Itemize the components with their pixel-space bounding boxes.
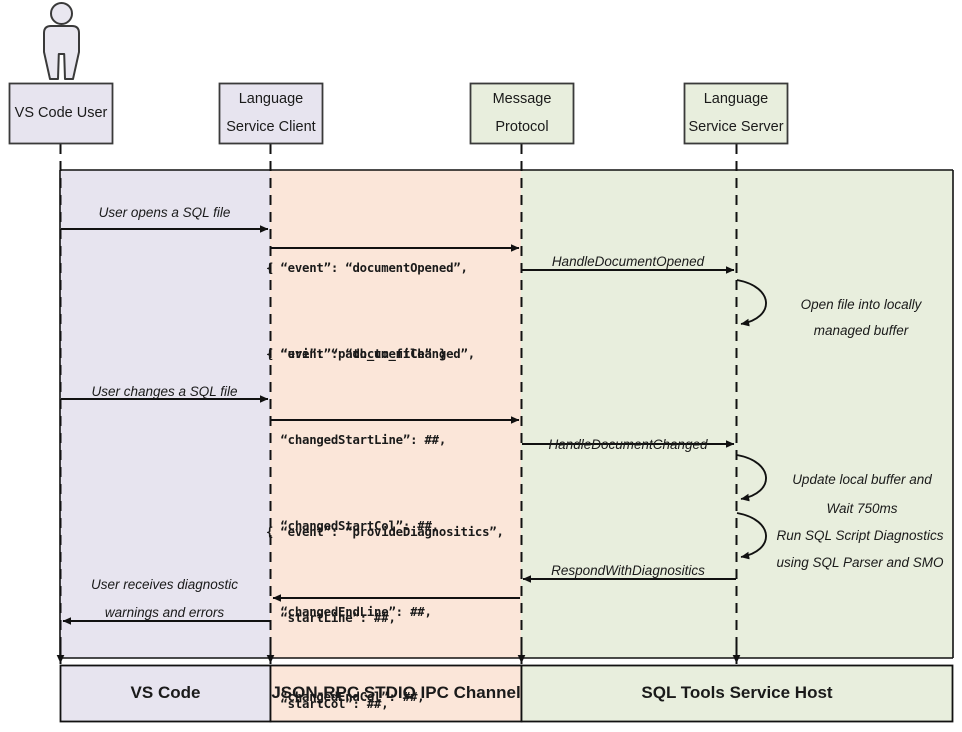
message-label-handle-document-changed: HandleDocumentChanged	[548, 437, 708, 452]
json-payload-provide-diagnositics: { “event”: “provideDiagnositics”, “start…	[266, 461, 504, 732]
json-line: “startLine”: ##,	[266, 610, 396, 625]
band-rect-vs-code	[59, 664, 272, 723]
json-line: “changedStartCol”: ##,	[266, 518, 439, 533]
json-payload-document-opened: { “event”: “documentOpened”, “uri”: “pat…	[266, 197, 468, 426]
note-run-diagnostics-line2: using SQL Parser and SMO	[776, 555, 944, 570]
participant-boxes	[8, 82, 789, 145]
message-label-handle-document-opened: HandleDocumentOpened	[551, 254, 705, 269]
message-label-user-receives-line2: warnings and errors	[104, 605, 225, 620]
participant-label-message-protocol-line2: Protocol	[495, 119, 549, 135]
message-arrows	[61, 225, 736, 625]
message-label-respond-with-diagnositics: RespondWithDiagnositics	[551, 563, 705, 578]
json-line: “changedEndLine”: ##,	[266, 604, 432, 619]
band-label-ipc: JSON-RPC STDIO IPC Channel	[271, 683, 521, 702]
band-label-host: SQL Tools Service Host	[641, 683, 833, 702]
band-label-vs-code: VS Code	[130, 683, 201, 702]
person-icon	[43, 2, 80, 80]
note-update-buffer-line1: Update local buffer and	[792, 472, 932, 487]
json-line: { “event”: “documentOpened”,	[266, 261, 468, 276]
message-label-user-receives-line1: User receives diagnostic	[90, 577, 239, 592]
participant-label-language-server-line1: Language	[703, 91, 769, 107]
participant-label-language-client-line2: Service Client	[226, 119, 316, 135]
message-label-user-opens: User opens a SQL file	[98, 205, 231, 220]
lifeline-end-arrows	[56, 640, 741, 664]
participant-box-language-client	[218, 82, 324, 145]
message-label-user-changes: User changes a SQL file	[91, 384, 238, 399]
participant-label-language-server: Language Service Server	[684, 85, 788, 141]
json-line: “startCol”: ##,	[266, 696, 389, 711]
self-loop-open-file	[736, 279, 767, 327]
lifeline-stubs	[59, 144, 738, 152]
participant-box-language-server	[683, 82, 789, 145]
self-loop-update-buffer	[736, 454, 767, 502]
json-payload-document-changed: { “event”: “documentChanged”, “changedSt…	[266, 283, 497, 732]
note-update-buffer-line2: Wait 750ms	[826, 501, 898, 516]
json-line: “changedEndCol”: ##,	[266, 690, 425, 705]
self-loop-run-diagnostics	[736, 512, 767, 560]
participant-label-language-client-line1: Language	[238, 91, 304, 107]
json-line: { “event”: “provideDiagnositics”,	[266, 525, 504, 540]
band-rect-host	[520, 664, 954, 723]
bottom-bands	[59, 664, 954, 723]
band-rect-ipc	[269, 664, 523, 723]
note-open-file-line1: Open file into locally	[800, 297, 922, 312]
participant-label-language-server-line2: Service Server	[688, 119, 784, 135]
participant-label-message-protocol: Message Protocol	[470, 85, 574, 141]
lane-backgrounds	[59, 169, 954, 659]
participant-box-vscode-user	[8, 82, 114, 145]
note-open-file-line2: managed buffer	[813, 323, 909, 338]
json-line: “uri”: “path_to_file” }	[266, 346, 447, 361]
participant-label-vscode-user-line1: VS Code User	[14, 105, 108, 121]
json-line: “changedStartLine”: ##,	[266, 432, 447, 447]
participant-label-language-client: Language Service Client	[219, 85, 323, 141]
note-run-diagnostics-line1: Run SQL Script Diagnostics	[776, 528, 944, 543]
participant-box-message-protocol	[469, 82, 575, 145]
lifelines	[59, 144, 738, 664]
participant-label-message-protocol-line1: Message	[492, 91, 552, 107]
self-loops	[736, 279, 767, 560]
json-line: { “event”: “documentChanged”,	[266, 347, 475, 362]
participant-label-vscode-user: VS Code User	[9, 99, 113, 127]
